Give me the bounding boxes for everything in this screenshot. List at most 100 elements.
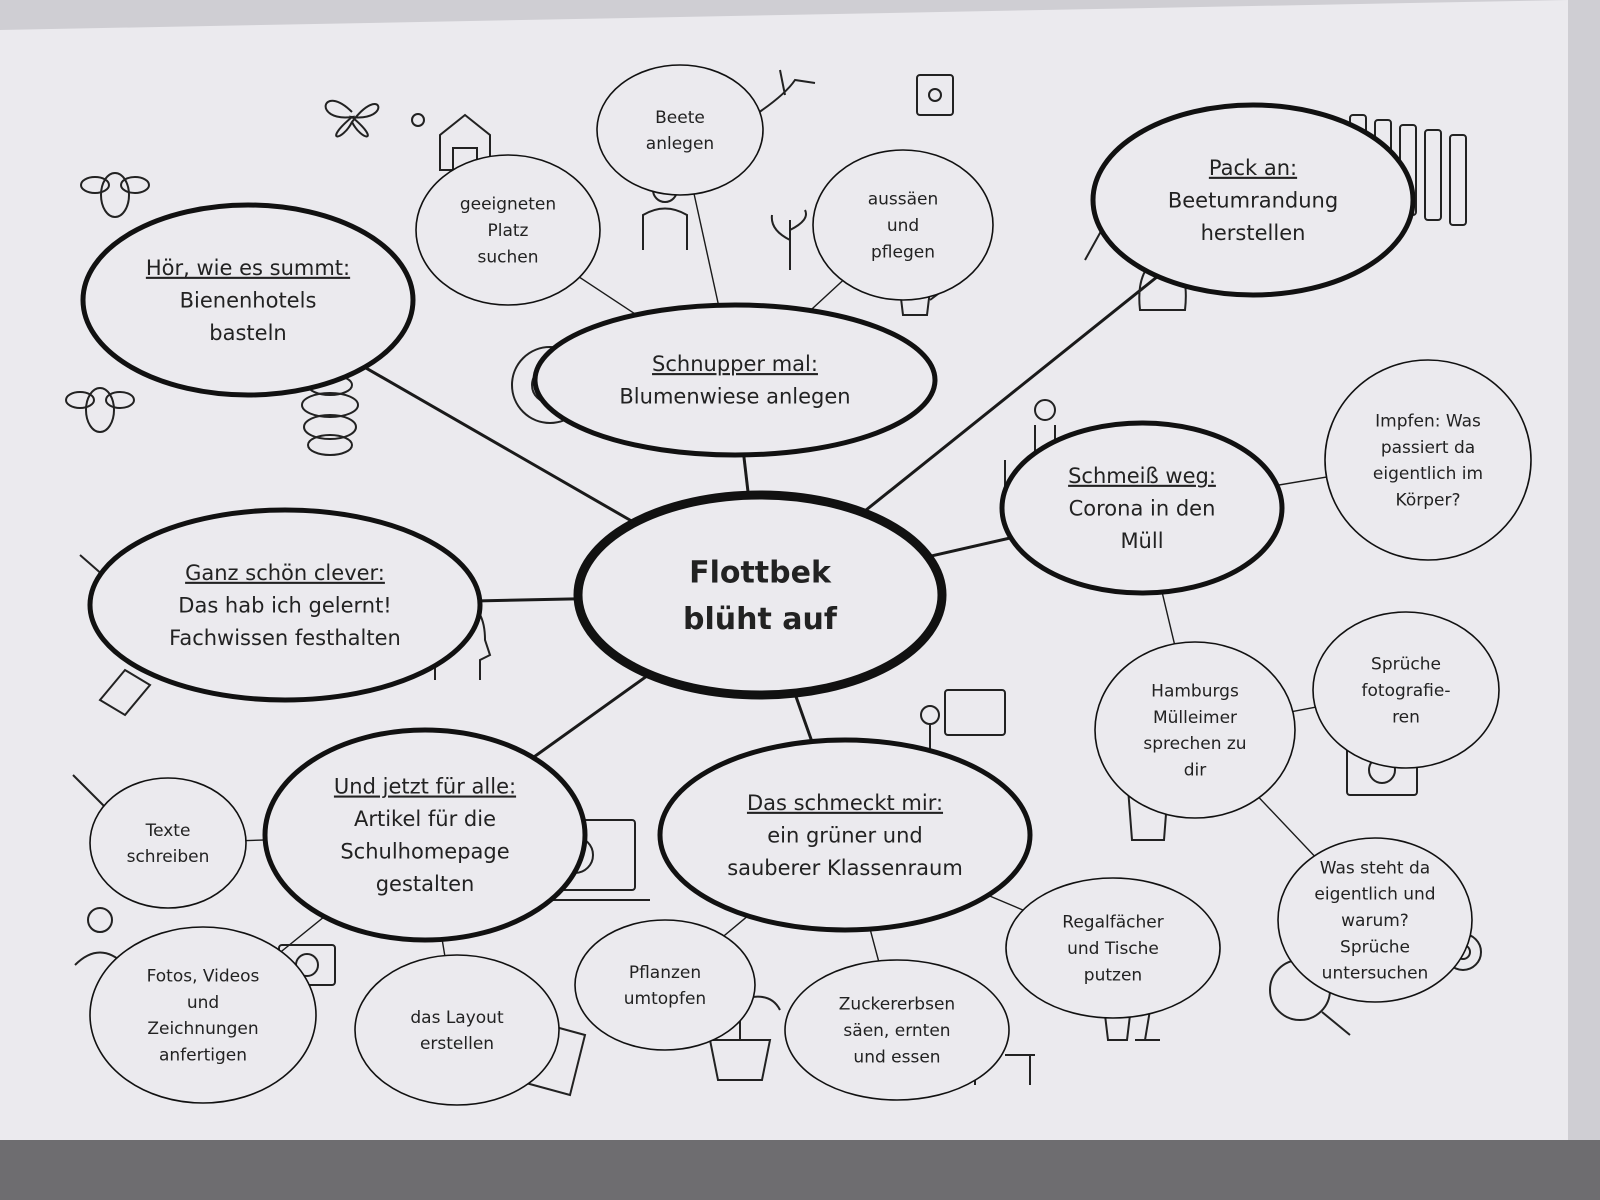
node-text: und essen bbox=[853, 1047, 940, 1067]
node-title: Das schmeckt mir: bbox=[747, 791, 943, 815]
node-text: Beetumrandung bbox=[1168, 188, 1338, 212]
node-text: Texte bbox=[145, 821, 191, 841]
node-text: sauberer Klassenraum bbox=[727, 856, 963, 880]
node-ellipse bbox=[354, 954, 560, 1106]
seed-packet-icon bbox=[916, 74, 954, 116]
node-text: ein grüner und bbox=[767, 823, 923, 847]
node-text: warum? bbox=[1341, 911, 1409, 931]
node-text: erstellen bbox=[420, 1034, 494, 1054]
node-text: Schulhomepage bbox=[340, 840, 509, 864]
node-aussaen: aussäen und pflegen bbox=[812, 149, 994, 301]
node-zucker: Zuckererbsen säen, ernten und essen bbox=[784, 959, 1010, 1101]
node-text: herstellen bbox=[1201, 221, 1306, 245]
node-text: blüht auf bbox=[683, 602, 838, 637]
node-text: Zuckererbsen bbox=[839, 995, 955, 1015]
node-text: und Tische bbox=[1067, 939, 1159, 959]
node-title: Pack an: bbox=[1209, 156, 1297, 180]
node-text: Corona in den bbox=[1069, 496, 1216, 520]
node-horwie: Hör, wie es summt: Bienenhotels basteln bbox=[80, 202, 416, 398]
node-text: dir bbox=[1184, 760, 1207, 780]
node-text: Müll bbox=[1120, 529, 1163, 553]
node-text: anfertigen bbox=[159, 1045, 247, 1065]
butterfly-icon bbox=[324, 99, 380, 138]
node-text: aussäen bbox=[868, 190, 939, 210]
node-ellipse bbox=[80, 202, 416, 398]
node-text: untersuchen bbox=[1322, 964, 1429, 984]
node-text: und bbox=[187, 993, 219, 1013]
node-clever: Ganz schön clever:Das hab ich gelernt!Fa… bbox=[87, 507, 483, 703]
node-texte: Texte schreiben bbox=[89, 777, 247, 909]
node-text: Körper? bbox=[1396, 490, 1461, 510]
node-sprueche: Sprüche fotografie-ren bbox=[1312, 611, 1500, 769]
bee-icon bbox=[65, 387, 135, 433]
node-text: Impfen: Was bbox=[1375, 411, 1481, 431]
node-beete: Beete anlegen bbox=[596, 64, 764, 196]
node-text: suchen bbox=[478, 247, 539, 267]
node-title: Und jetzt für alle: bbox=[334, 775, 516, 799]
node-schmeckt: Das schmeckt mir: ein grüner und sauberer … bbox=[657, 737, 1033, 933]
node-pack: Pack an: Beetumrandung herstellen bbox=[1090, 102, 1416, 298]
node-text: geeigneten bbox=[460, 195, 556, 215]
node-ellipse bbox=[262, 727, 588, 943]
node-alle: Und jetzt für alle: Artikel für dieSchulh… bbox=[262, 727, 588, 943]
node-text: Artikel für die bbox=[354, 807, 496, 831]
node-text: schreiben bbox=[127, 847, 210, 867]
node-text: anlegen bbox=[646, 134, 714, 154]
node-ellipse bbox=[1277, 837, 1473, 1003]
node-text: umtopfen bbox=[624, 989, 706, 1009]
node-ellipse bbox=[784, 959, 1010, 1101]
node-text: ren bbox=[1392, 707, 1420, 727]
node-ellipse bbox=[1312, 611, 1500, 769]
bee-icon bbox=[80, 172, 150, 218]
seedling-icon bbox=[770, 209, 807, 270]
node-ellipse bbox=[87, 507, 483, 703]
node-ellipse bbox=[574, 919, 756, 1051]
book-icon bbox=[98, 668, 152, 717]
node-text: Sprüche bbox=[1371, 655, 1441, 675]
node-ellipse bbox=[415, 154, 601, 306]
node-layout: das Layout erstellen bbox=[354, 954, 560, 1106]
node-ellipse bbox=[812, 149, 994, 301]
node-schnupper: Schnupper mal: Blumenwiese anlegen bbox=[532, 302, 938, 458]
node-text: fotografie- bbox=[1362, 681, 1451, 701]
node-text: Flottbek bbox=[689, 555, 832, 590]
node-title: Schmeiß weg: bbox=[1068, 464, 1216, 488]
node-ellipse bbox=[1090, 102, 1416, 298]
node-text: das Layout bbox=[410, 1008, 504, 1028]
node-text: Blumenwiese anlegen bbox=[619, 385, 850, 409]
node-ellipse bbox=[1005, 877, 1221, 1019]
node-text: säen, ernten bbox=[843, 1021, 950, 1041]
node-text: Was steht da bbox=[1320, 858, 1430, 878]
node-center: Flottbek blüht auf bbox=[573, 490, 947, 700]
nodes: Flottbek blüht auf Hör, wie es summt: Biene… bbox=[80, 64, 1532, 1106]
node-text: pflegen bbox=[871, 242, 935, 262]
node-ellipse bbox=[532, 302, 938, 458]
node-ellipse bbox=[657, 737, 1033, 933]
node-ellipse bbox=[999, 420, 1285, 596]
node-ellipse bbox=[573, 490, 947, 700]
node-ellipse bbox=[1094, 641, 1296, 819]
sun-icon bbox=[411, 113, 425, 127]
hummingbird-icon bbox=[754, 69, 816, 116]
node-text: Hamburgs bbox=[1151, 681, 1239, 701]
node-text: Bienenhotels bbox=[180, 288, 317, 312]
node-text: basteln bbox=[209, 321, 286, 345]
node-text: eigentlich im bbox=[1373, 464, 1483, 484]
node-text: Sprüche bbox=[1340, 937, 1410, 957]
node-text: und bbox=[887, 216, 919, 236]
node-text: Fachwissen festhalten bbox=[169, 626, 401, 650]
node-text: Regalfächer bbox=[1062, 913, 1163, 933]
table-surface bbox=[0, 1140, 1600, 1200]
node-title: Schnupper mal: bbox=[652, 352, 818, 376]
node-title: Hör, wie es summt: bbox=[146, 256, 350, 280]
node-text: Beete bbox=[655, 108, 705, 128]
node-text: Fotos, Videos bbox=[147, 966, 260, 986]
node-text: putzen bbox=[1084, 965, 1142, 985]
